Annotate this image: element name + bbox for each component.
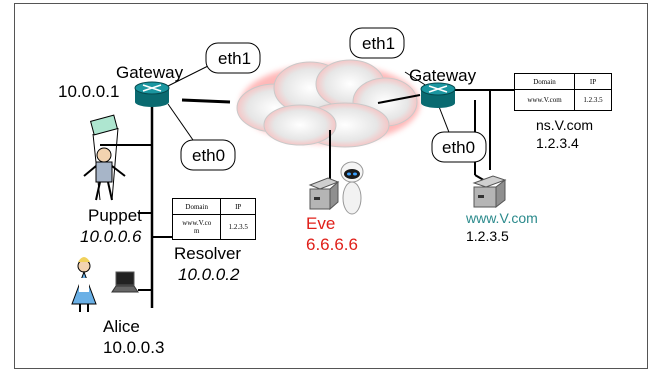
resolver-ip: 10.0.0.2 xyxy=(178,265,240,284)
link-gateway-cloud-left xyxy=(181,98,231,104)
eth1-label-left: eth1 xyxy=(218,49,252,68)
eth0-label-left: eth0 xyxy=(192,146,226,165)
puppet-label: Puppet xyxy=(88,206,142,225)
resolver-cache-table: Domain IP www.V.co m 1.2.3.5 xyxy=(171,198,256,240)
link-cloud-gateway-right xyxy=(377,94,421,104)
resolver-col-ip: IP xyxy=(220,198,256,215)
ns-ip: 1.2.3.4 xyxy=(536,135,579,151)
eth1-label-right: eth1 xyxy=(362,34,396,53)
ns-cell-ip: 1.2.3.5 xyxy=(574,89,612,111)
ns-cell-domain: www.V.com xyxy=(513,89,576,111)
www-ip: 1.2.3.5 xyxy=(466,228,509,244)
right-gateway-label: Gateway xyxy=(409,66,477,85)
puppet-ip: 10.0.0.6 xyxy=(80,227,142,246)
resolver-col-domain: Domain xyxy=(171,198,222,215)
left-router-icon xyxy=(134,81,170,107)
resolver-label: Resolver xyxy=(174,244,242,263)
eth1-bubble-left xyxy=(205,42,261,74)
eth0-label-right: eth0 xyxy=(442,138,476,157)
right-router-icon xyxy=(420,82,456,108)
puppet-icon xyxy=(83,114,126,201)
eve-ip: 6.6.6.6 xyxy=(306,235,358,254)
left-gateway-label: Gateway xyxy=(116,63,184,82)
eve-label: Eve xyxy=(306,214,336,233)
eth1-callout-left xyxy=(167,65,209,87)
ns-col-ip: IP xyxy=(574,73,612,90)
eth1-bubble-right xyxy=(349,27,405,59)
eth0-bubble-right xyxy=(431,131,487,163)
eve-robot-icon xyxy=(340,161,364,215)
left-gateway-ip: 10.0.0.1 xyxy=(58,82,120,101)
alice-ip: 10.0.0.3 xyxy=(103,338,165,357)
www-server-icon xyxy=(472,175,507,209)
alice-label: Alice xyxy=(103,317,140,336)
www-label: www.V.com xyxy=(466,210,538,226)
eth0-bubble-left xyxy=(180,139,236,171)
laptop-icon xyxy=(111,271,139,293)
ns-col-domain: Domain xyxy=(513,73,576,90)
ns-zone-table: Domain IP www.V.com 1.2.3.5 xyxy=(513,73,612,111)
diagram-frame xyxy=(14,3,648,369)
eth0-callout-left xyxy=(167,103,194,141)
internet-cloud xyxy=(236,59,420,148)
alice-icon xyxy=(71,257,97,312)
eve-server-icon xyxy=(308,177,340,211)
resolver-cell-domain: www.V.co m xyxy=(171,214,222,240)
ns-label: ns.V.com xyxy=(536,117,594,133)
resolver-cell-ip: 1.2.3.5 xyxy=(220,214,256,240)
